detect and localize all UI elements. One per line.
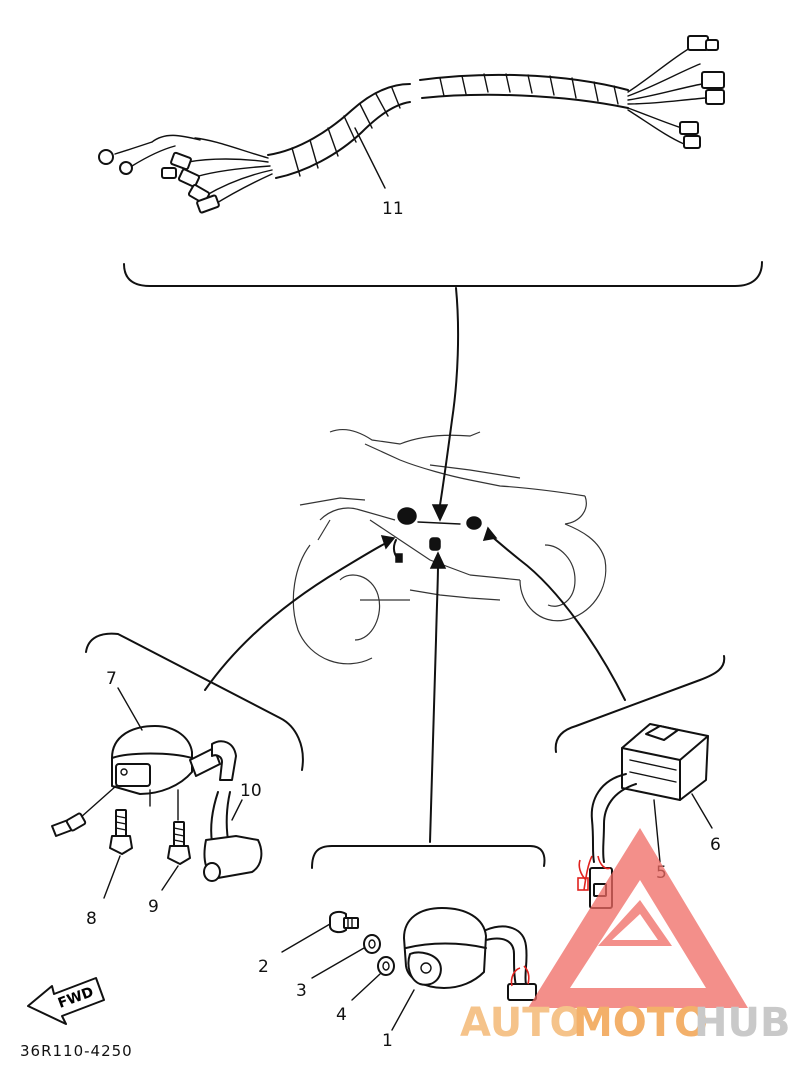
callout-9: 9: [148, 897, 159, 917]
callout-2: 2: [258, 957, 269, 977]
left-bracket: [85, 632, 304, 771]
atv-component-marks: [392, 507, 482, 563]
cdi-unit: [577, 723, 713, 909]
callout-3: 3: [296, 981, 307, 1001]
callout-8: 8: [86, 909, 97, 929]
part-code: 36R110-4250: [20, 1042, 133, 1060]
callout-4: 4: [336, 1005, 347, 1025]
watermark-text-hub: HUB: [694, 1000, 788, 1046]
callout-1: 1: [382, 1031, 393, 1051]
callout-7: 7: [106, 669, 117, 689]
right-bracket: [554, 655, 726, 753]
ignition-coil: [51, 687, 263, 899]
top-bracket: [123, 261, 763, 287]
watermark: AUTO MOTO HUB: [460, 828, 788, 1046]
routing-arrows: [204, 287, 626, 843]
watermark-text-auto: AUTO: [460, 1000, 584, 1046]
callout-6: 6: [710, 835, 721, 855]
callout-10: 10: [240, 781, 262, 801]
bottom-bracket: [311, 845, 546, 869]
watermark-triangle-icon: [528, 828, 748, 1008]
pickup-coil: [281, 907, 537, 1031]
wire-harness: [98, 35, 725, 214]
watermark-text-moto: MOTO: [573, 1000, 708, 1046]
atv-outline: [292, 428, 607, 665]
fwd-arrow: FWD: [27, 977, 105, 1025]
callout-11: 11: [382, 199, 404, 219]
